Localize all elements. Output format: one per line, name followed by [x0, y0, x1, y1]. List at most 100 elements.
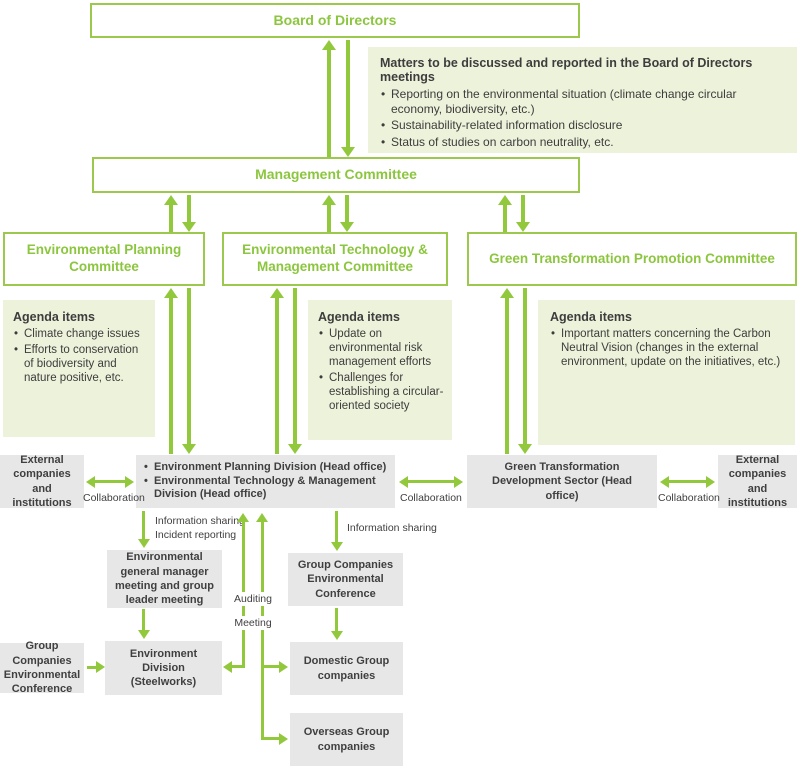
board-of-directors-box: Board of Directors: [90, 3, 580, 38]
agenda-box-green-transformation: Agenda items Important matters concernin…: [538, 300, 795, 445]
arrow-egm-steelworks-head: [138, 630, 150, 639]
arrow-meeting-up-head: [256, 513, 268, 522]
group-companies-environmental-conference-left-label: Group Companies Environmental Conference: [3, 640, 81, 696]
arrow-auditing-elbow: [231, 665, 245, 668]
arrow-division-conference-head: [331, 542, 343, 551]
environmental-technology-management-committee-label: Environmental Technology & Management Co…: [242, 242, 428, 274]
arrow-down-mgmt-technology-head: [340, 222, 354, 232]
board-matters-title: Matters to be discussed and reported in …: [380, 56, 753, 84]
arrow-up-planning-division-line: [169, 297, 173, 454]
arrow-division-conference-line: [335, 511, 338, 543]
arrow-up-mgmt-technology-head: [322, 195, 336, 205]
arrow-up-board-line: [327, 50, 331, 157]
arrow-down-mgmt-gt-head: [516, 222, 530, 232]
arrow-meeting-branch-overseas: [264, 737, 280, 740]
arrow-up-gt-sector-head: [500, 288, 514, 298]
arrow-auditing-up-head: [237, 513, 249, 522]
management-committee-label: Management Committee: [255, 166, 417, 183]
head-office-division-item: Environmental Technology & Management Di…: [144, 475, 387, 503]
management-committee-box: Management Committee: [92, 157, 580, 193]
arrow-division-egm-line: [142, 511, 145, 540]
head-office-division-item: Environment Planning Division (Head offi…: [144, 461, 387, 475]
external-companies-right-label: External companies and institutions: [727, 453, 788, 509]
group-companies-environmental-conference-mid-label: Group Companies Environmental Conference: [297, 559, 394, 600]
arrow-down-management-head: [341, 147, 355, 157]
arrow-down-gt-sector-line: [523, 288, 527, 445]
agenda-list: Important matters concerning the Carbon …: [550, 327, 783, 369]
head-office-divisions-list: Environment Planning Division (Head offi…: [144, 461, 387, 502]
arrow-up-mgmt-technology-line: [327, 204, 331, 232]
board-matters-box: Matters to be discussed and reported in …: [368, 47, 797, 153]
arrow-conference-steelworks-line: [87, 666, 97, 669]
environmental-general-manager-meeting-box: Environmental general manager meeting an…: [107, 550, 222, 608]
arrow-meeting-domestic-head: [279, 661, 288, 673]
external-companies-right-box: External companies and institutions: [718, 453, 797, 509]
arrow-meeting-branch-domestic: [264, 665, 280, 668]
arrow-down-mgmt-planning-line: [187, 195, 191, 223]
environmental-planning-committee-box: Environmental Planning Committee: [3, 232, 205, 286]
board-matters-item: Reporting on the environmental situation…: [380, 87, 785, 116]
collaboration-right-label: Collaboration: [658, 492, 720, 504]
arrow-conference-domestic-head: [331, 631, 343, 640]
environment-division-steelworks-box: Environment Division (Steelworks): [105, 641, 222, 695]
arrow-down-technology-division-line: [293, 288, 297, 445]
arrow-down-mgmt-technology-line: [345, 195, 349, 223]
agenda-title: Agenda items: [13, 310, 95, 324]
arrow-up-planning-division-head: [164, 288, 178, 298]
collaboration-right-arrow-line: [668, 480, 707, 483]
group-companies-environmental-conference-mid-box: Group Companies Environmental Conference: [288, 553, 403, 606]
group-companies-environmental-conference-left-box: Group Companies Environmental Conference: [0, 640, 84, 695]
collaboration-right-arrow-rhead: [706, 476, 715, 488]
overseas-group-companies-box: Overseas Group companies: [290, 713, 403, 766]
collaboration-left-label: Collaboration: [83, 492, 145, 504]
arrow-up-gt-sector-line: [505, 297, 509, 454]
agenda-item: Important matters concerning the Carbon …: [550, 327, 783, 369]
environmental-general-manager-meeting-label: Environmental general manager meeting an…: [115, 551, 214, 607]
arrow-down-mgmt-gt-line: [521, 195, 525, 223]
arrow-conference-domestic-line: [335, 608, 338, 632]
agenda-item: Climate change issues: [13, 327, 147, 341]
arrow-down-technology-division-head: [288, 444, 302, 454]
agenda-title: Agenda items: [550, 310, 632, 324]
agenda-box-technology: Agenda items Update on environmental ris…: [308, 300, 452, 440]
board-matters-list: Reporting on the environmental situation…: [380, 87, 785, 150]
green-transformation-development-sector-box: Green Transformation Development Sector …: [467, 455, 657, 508]
agenda-item: Update on environmental risk management …: [318, 327, 444, 369]
arrow-down-management-line: [346, 40, 350, 147]
meeting-label: Meeting: [231, 616, 275, 630]
environmental-technology-management-committee-box: Environmental Technology & Management Co…: [222, 232, 448, 286]
collaboration-left-arrow-line: [94, 480, 126, 483]
domestic-group-companies-label: Domestic Group companies: [303, 655, 390, 682]
green-transformation-promotion-committee-label: Green Transformation Promotion Committee: [489, 250, 775, 266]
arrow-down-mgmt-planning-head: [182, 222, 196, 232]
arrow-up-mgmt-planning-head: [164, 195, 178, 205]
agenda-box-planning: Agenda items Climate change issues Effor…: [3, 300, 155, 437]
board-matters-item: Sustainability-related information discl…: [380, 118, 785, 133]
collaboration-left-arrow-rhead: [125, 476, 134, 488]
info-sharing-incident-label-2: Incident reporting: [155, 529, 237, 541]
agenda-item: Efforts to conservation of biodiversity …: [13, 343, 147, 385]
arrow-auditing-left-head: [223, 661, 232, 673]
arrow-conference-steelworks-head: [96, 661, 105, 673]
overseas-group-companies-label: Overseas Group companies: [303, 726, 390, 753]
environmental-planning-committee-label: Environmental Planning Committee: [26, 242, 182, 274]
collaboration-mid-arrow-line: [407, 480, 455, 483]
auditing-label: Auditing: [231, 592, 275, 606]
arrow-division-egm-head: [138, 539, 150, 548]
arrow-egm-steelworks-line: [142, 609, 145, 631]
external-companies-left-box: External companies and institutions: [0, 454, 84, 509]
info-sharing-incident-label-1: Information sharing: [155, 515, 245, 527]
agenda-title: Agenda items: [318, 310, 400, 324]
collaboration-left-arrow-lhead: [86, 476, 95, 488]
head-office-divisions-box: Environment Planning Division (Head offi…: [136, 455, 395, 508]
arrow-up-technology-division-line: [275, 297, 279, 454]
collaboration-mid-arrow-lhead: [399, 476, 408, 488]
agenda-list: Climate change issues Efforts to conserv…: [13, 327, 147, 385]
arrow-down-planning-division-head: [182, 444, 196, 454]
domestic-group-companies-box: Domestic Group companies: [290, 642, 403, 695]
arrow-meeting-line: [261, 521, 264, 740]
environment-division-steelworks-label: Environment Division (Steelworks): [129, 647, 198, 689]
arrow-up-mgmt-gt-line: [503, 204, 507, 232]
collaboration-mid-label: Collaboration: [400, 492, 462, 504]
